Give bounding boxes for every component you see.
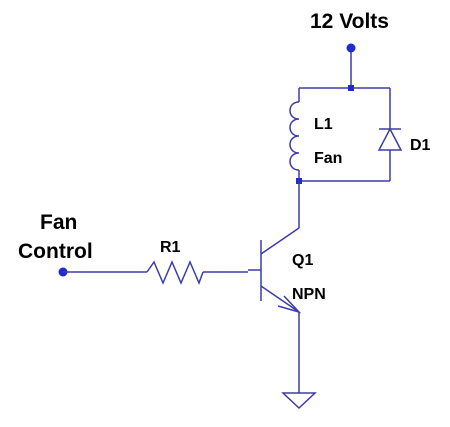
inductor-value-label: Fan bbox=[314, 150, 342, 167]
resistor-ref-label: R1 bbox=[160, 239, 181, 256]
input-terminal bbox=[58, 267, 147, 277]
inductor-coil bbox=[289, 101, 300, 171]
top-rail-junction bbox=[348, 85, 354, 91]
emitter-leg bbox=[260, 285, 300, 313]
transistor-q1 bbox=[248, 181, 302, 393]
inductor-l1 bbox=[289, 88, 300, 181]
ground-icon bbox=[281, 392, 317, 410]
diode-triangle bbox=[377, 127, 403, 151]
diode-ref-label: D1 bbox=[410, 137, 431, 154]
supply-terminal-dot bbox=[346, 43, 356, 53]
input-label-line2: Control bbox=[18, 240, 93, 263]
transistor-ref-label: Q1 bbox=[292, 252, 313, 269]
resistor-r1 bbox=[146, 260, 248, 286]
supply-terminal bbox=[346, 43, 356, 88]
transistor-type-label: NPN bbox=[292, 286, 326, 303]
input-label-line1: Fan bbox=[40, 211, 77, 234]
inductor-ref-label: L1 bbox=[314, 116, 333, 133]
resistor-zigzag bbox=[146, 260, 204, 286]
collector-leg bbox=[260, 227, 300, 255]
diode-d1 bbox=[377, 88, 403, 181]
supply-label: 12 Volts bbox=[310, 10, 389, 33]
